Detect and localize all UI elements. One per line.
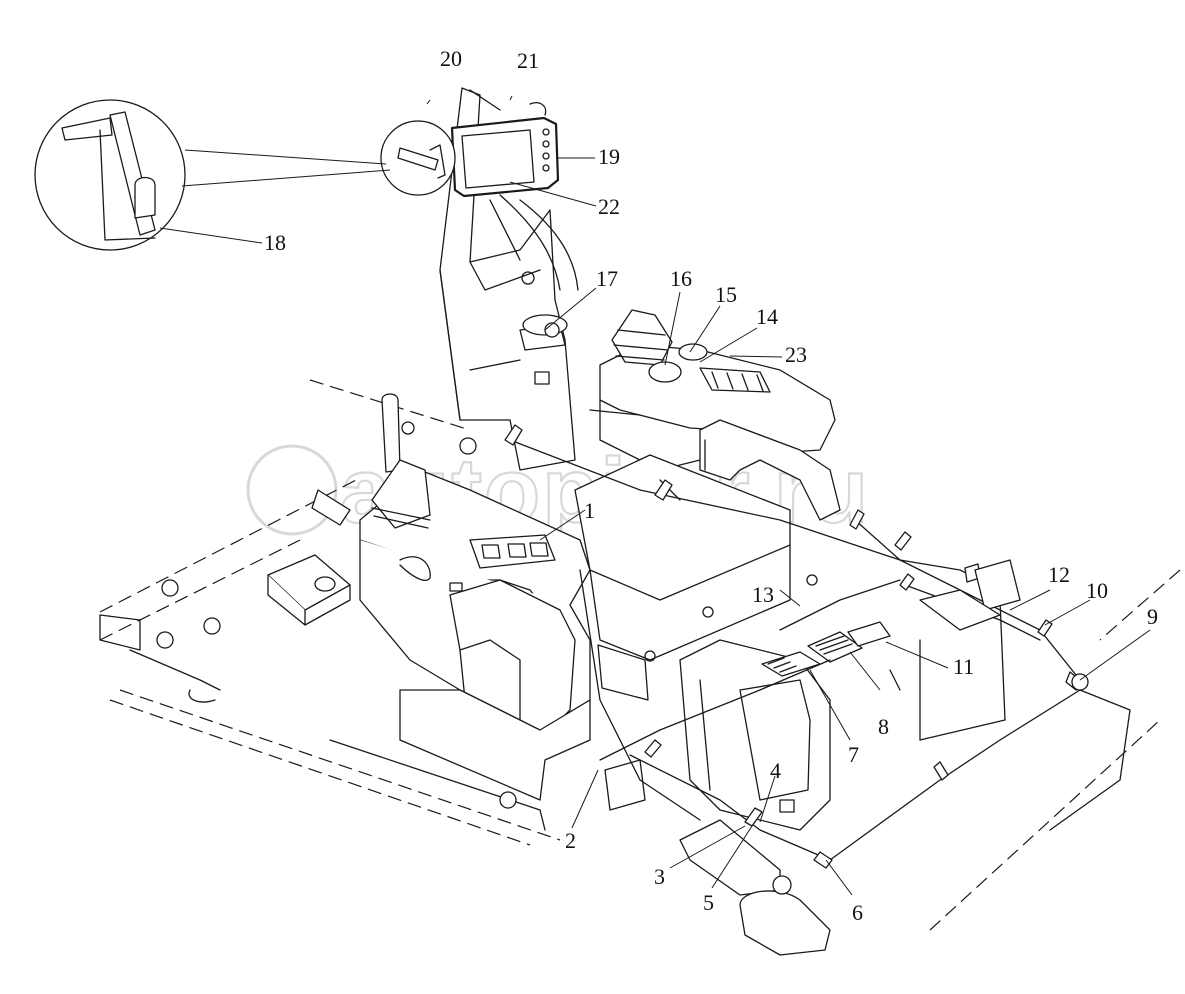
callout-4: 4 <box>770 758 781 783</box>
cab-floor-platform <box>99 379 1181 931</box>
callout-12: 12 <box>1048 562 1070 587</box>
callout-8: 8 <box>878 714 889 739</box>
harness-connectors <box>504 424 1081 869</box>
callout-18: 18 <box>264 230 286 255</box>
callout-6: 6 <box>852 900 863 925</box>
callout-17: 17 <box>596 266 618 291</box>
callout-15: 15 <box>715 282 737 307</box>
callout-11: 11 <box>953 654 974 679</box>
callout-14: 14 <box>756 304 778 329</box>
monitor-display <box>450 89 560 198</box>
front-feet <box>679 673 1089 956</box>
callout-10: 10 <box>1086 578 1108 603</box>
left-console <box>359 393 591 736</box>
callout-5: 5 <box>703 890 714 915</box>
callout-7: 7 <box>848 742 859 767</box>
seat-base <box>399 454 831 831</box>
callout-19: 19 <box>598 144 620 169</box>
left-bracket <box>267 489 351 626</box>
callout-20: 20 <box>440 46 462 71</box>
callout-22: 22 <box>598 194 620 219</box>
callout-2: 2 <box>565 828 576 853</box>
callout-1: 1 <box>584 498 595 523</box>
zoom-detail <box>34 99 456 251</box>
floor-bolts <box>156 421 818 809</box>
fuse-box-group <box>761 621 891 677</box>
callout-23: 23 <box>785 342 807 367</box>
watermark-logo-ring <box>246 444 338 536</box>
callout-13: 13 <box>752 582 774 607</box>
callout-21: 21 <box>517 48 539 73</box>
right-console <box>589 309 841 521</box>
callout-16: 16 <box>670 266 692 291</box>
callout-9: 9 <box>1147 604 1158 629</box>
callout-3: 3 <box>654 864 665 889</box>
leader-lines <box>159 95 1151 896</box>
callout-labels: 1 2 3 4 5 6 7 8 9 10 11 12 13 14 15 16 1… <box>264 46 1158 925</box>
wiring-harness <box>509 439 1081 861</box>
